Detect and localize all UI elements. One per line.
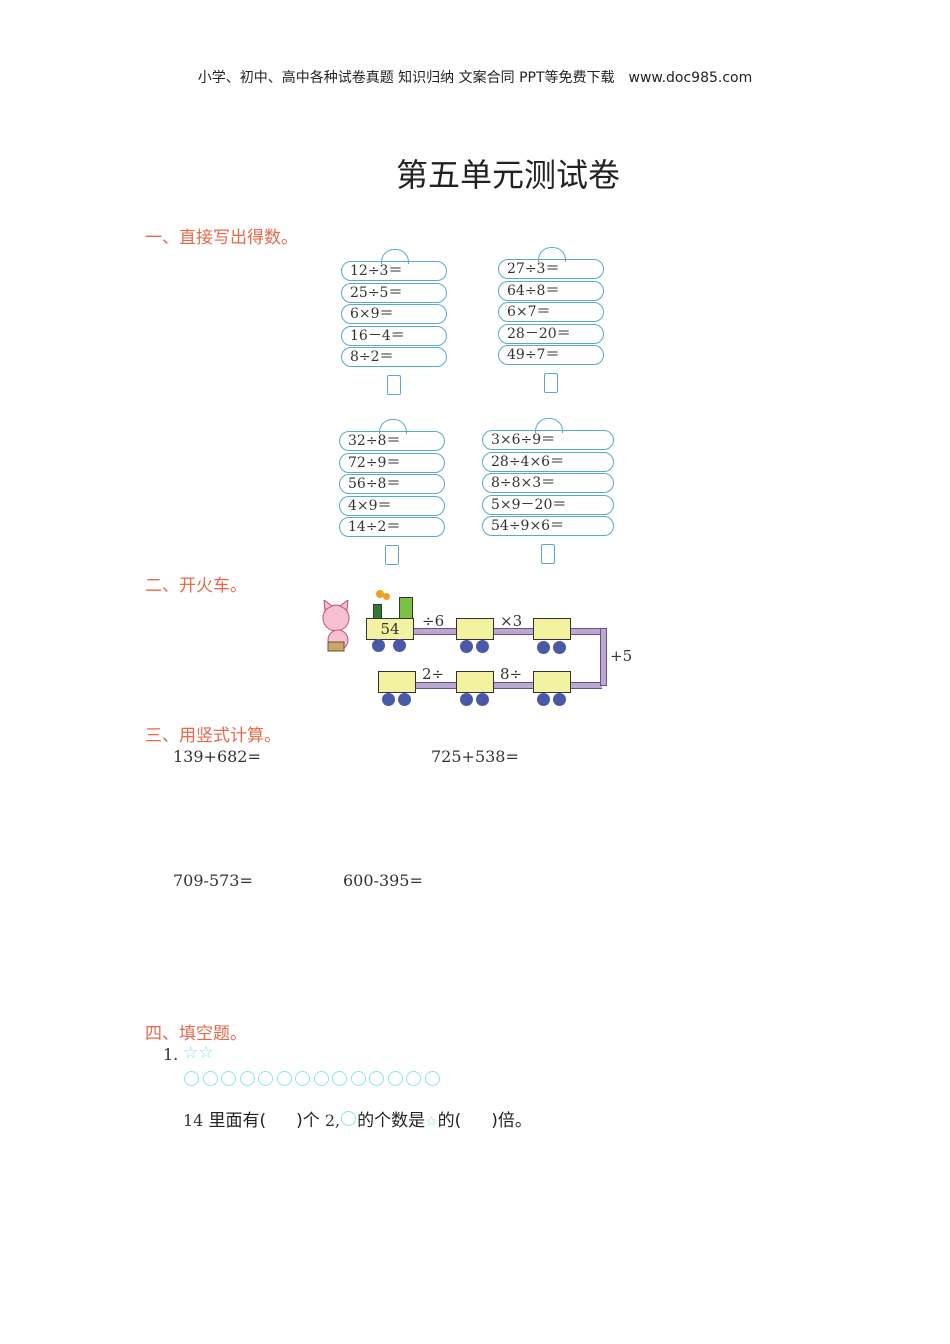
problem-card-1: 12÷3＝ 25÷5＝ 6×9＝ 16－4＝ 8÷2＝ <box>341 249 447 395</box>
cat-icon <box>322 600 350 652</box>
circle-icon <box>387 1071 403 1086</box>
rail <box>412 682 602 689</box>
problem: 14÷2＝ <box>339 517 445 537</box>
problem: 5×9－20＝ <box>482 494 614 515</box>
problem: 8÷2＝ <box>341 347 447 367</box>
problem: 16－4＝ <box>341 325 447 346</box>
circle-icon <box>276 1071 292 1086</box>
train-car <box>456 671 494 693</box>
train-car <box>533 618 571 640</box>
problem: 56÷8＝ <box>339 474 445 494</box>
circle-icon <box>406 1071 421 1086</box>
page-title: 第五单元测试卷 <box>396 156 621 194</box>
problem: 6×9＝ <box>341 304 447 324</box>
problem: 28－20＝ <box>498 323 604 344</box>
circle-icon <box>341 1111 357 1126</box>
circle-icon <box>202 1071 218 1086</box>
train-car <box>456 618 494 640</box>
problem: 72÷9＝ <box>339 452 445 473</box>
circle-icon <box>221 1071 236 1086</box>
hook-icon <box>535 418 563 433</box>
cup-icon <box>387 374 401 395</box>
star-icon: ☆ <box>425 1114 438 1130</box>
operation-label: ÷6 <box>422 612 445 630</box>
wheel-icon <box>553 693 566 706</box>
problem: 25÷5＝ <box>341 282 447 303</box>
problem: 54÷9×6＝ <box>482 516 614 536</box>
section-4-heading: 四、填空题。 <box>145 1024 247 1044</box>
vertical-problem: 600-395= <box>343 871 423 890</box>
q-text: 2, <box>324 1111 341 1130</box>
section-2-heading: 二、开火车。 <box>145 576 247 596</box>
wheel-icon <box>460 640 473 653</box>
circle-icon <box>369 1071 384 1086</box>
problem: 6×7＝ <box>498 302 604 322</box>
operation-label: +5 <box>610 647 633 665</box>
cup-icon <box>385 544 399 565</box>
hook-icon <box>381 249 409 264</box>
problem: 4×9＝ <box>339 495 445 516</box>
wheel-icon <box>553 641 566 654</box>
wheel-icon <box>382 693 395 706</box>
train-engine: 54 <box>366 618 414 640</box>
circle-icon <box>332 1071 347 1086</box>
cup-icon <box>541 543 555 564</box>
problem: 27÷3＝ <box>498 259 604 279</box>
wheel-icon <box>393 639 406 652</box>
circle-icon <box>350 1071 366 1086</box>
train-car <box>533 671 571 693</box>
smoke-icon <box>383 593 390 600</box>
wheel-icon <box>537 641 550 654</box>
problem: 64÷8＝ <box>498 280 604 301</box>
page-header: 小学、初中、高中各种试卷真题 知识归纳 文案合同 PPT等免费下载 www.do… <box>197 70 753 86</box>
rail <box>412 628 602 635</box>
circle-icon <box>295 1071 310 1086</box>
train-car <box>378 671 416 693</box>
problem-card-3: 32÷8＝ 72÷9＝ 56÷8＝ 4×9＝ 14÷2＝ <box>339 419 445 565</box>
smoke-icon <box>376 590 384 598</box>
problem: 8÷8×3＝ <box>482 473 614 493</box>
wheel-icon <box>372 639 385 652</box>
section-1-heading: 一、直接写出得数。 <box>145 228 298 248</box>
question-number: 1. <box>163 1045 179 1064</box>
circle-icon <box>313 1071 329 1086</box>
cup-icon <box>544 372 558 393</box>
vertical-problem: 709-573= <box>173 871 253 890</box>
q-text: 14 <box>183 1111 204 1130</box>
problem-card-2: 27÷3＝ 64÷8＝ 6×7＝ 28－20＝ 49÷7＝ <box>498 247 604 393</box>
circle-icon <box>258 1071 273 1086</box>
wheel-icon <box>460 693 473 706</box>
vertical-problem: 725+538= <box>431 747 519 766</box>
circles-row <box>184 1071 443 1090</box>
operation-label: ×3 <box>500 612 523 630</box>
q-text: )倍。 <box>491 1111 532 1131</box>
problem-card-4: 3×6÷9＝ 28÷4×6＝ 8÷8×3＝ 5×9－20＝ 54÷9×6＝ <box>482 418 614 564</box>
circle-icon <box>184 1071 199 1086</box>
wheel-icon <box>398 693 411 706</box>
wheel-icon <box>476 640 489 653</box>
rail <box>600 628 607 686</box>
vertical-problem: 139+682= <box>173 747 261 766</box>
problem: 3×6÷9＝ <box>482 430 614 450</box>
operation-label: 2÷ <box>422 665 445 683</box>
problem: 12÷3＝ <box>341 261 447 281</box>
section-3-heading: 三、用竖式计算。 <box>145 726 281 746</box>
problem: 49÷7＝ <box>498 345 604 365</box>
stars-icon: ☆☆ <box>183 1043 214 1063</box>
q-text: )个 <box>296 1111 320 1131</box>
q-text: 的( <box>437 1111 462 1131</box>
circle-icon <box>239 1071 255 1086</box>
circle-icon <box>424 1071 440 1086</box>
wheel-icon <box>476 693 489 706</box>
wheel-icon <box>537 693 550 706</box>
q-text: 里面有( <box>208 1111 267 1131</box>
operation-label: 8÷ <box>500 665 523 683</box>
hook-icon <box>538 247 566 262</box>
problem: 28÷4×6＝ <box>482 451 614 472</box>
problem: 32÷8＝ <box>339 431 445 451</box>
cab-icon <box>399 597 413 620</box>
hook-icon <box>379 419 407 434</box>
fill-question: 14 里面有( )个 2, 的个数是☆的( )倍。 <box>183 1106 532 1131</box>
q-text: 的个数是 <box>357 1111 426 1131</box>
